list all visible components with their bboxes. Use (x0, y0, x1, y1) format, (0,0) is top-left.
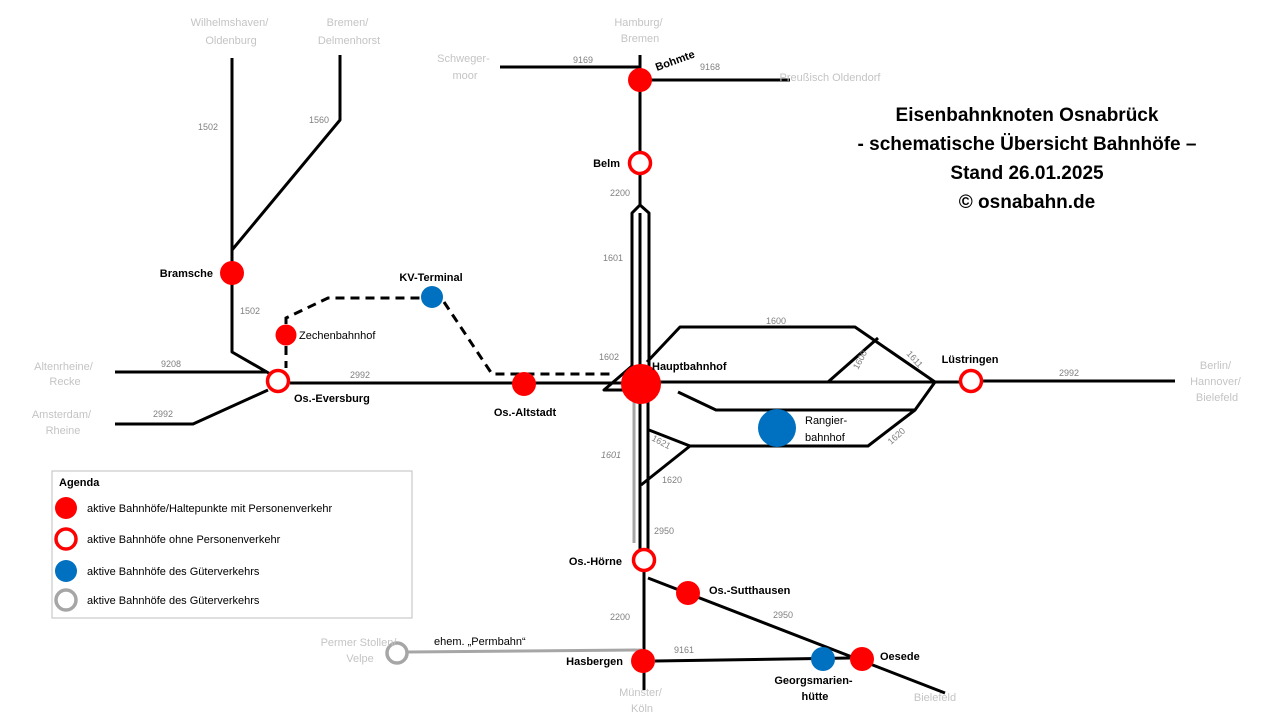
legend-title: Agenda (59, 477, 100, 489)
legend-item-label: aktive Bahnhöfe ohne Personenverkehr (87, 534, 281, 546)
legend-marker-no-passenger (54, 527, 78, 551)
direction-muenster: Münster/ Köln (619, 687, 665, 715)
station-marker-oesede (850, 647, 874, 671)
line-number: 2992 (1059, 368, 1079, 378)
station-label-georgsmarienhuette: Georgsmarien- hütte (774, 675, 855, 703)
direction-labels: Wilhelmshaven/ Oldenburg Bremen/ Delmenh… (32, 17, 1244, 715)
station-label-sutthausen: Os.-Sutthausen (709, 585, 791, 597)
direction-bremen: Bremen/ Delmenhorst (318, 17, 380, 47)
track-1600-loop (645, 325, 936, 384)
station-marker-zechenbahnhof (275, 324, 297, 346)
line-number: 2200 (610, 188, 630, 198)
permbahn-label: ehem. „Permbahn“ (434, 636, 526, 648)
track-rangier-lower (690, 408, 916, 448)
station-label-kv-terminal: KV-Terminal (399, 272, 462, 284)
direction-altenrheine: Altenrheine/ Recke (34, 361, 96, 388)
legend-marker-freight-gray (54, 588, 78, 612)
title-line-1: Eisenbahnknoten Osnabrück (896, 105, 1159, 126)
station-marker-sutthausen (676, 581, 700, 605)
station-marker-hauptbahnhof (621, 364, 661, 404)
station-marker-bohmte (628, 68, 652, 92)
station-label-oesede: Oesede (880, 651, 920, 663)
track-split-east (639, 203, 651, 380)
line-number: 1602 (599, 352, 619, 362)
station-label-luestringen: Lüstringen (942, 354, 999, 366)
station-marker-belm (627, 150, 653, 176)
station-marker-bramsche (220, 261, 244, 285)
line-number: 9168 (700, 62, 720, 72)
station-labels: Bohmte Belm Bramsche KV-Terminal Zechenb… (160, 49, 999, 703)
direction-pr-oldendorf: Preußisch Oldendorf (780, 72, 882, 84)
station-label-rangierbahnhof: Rangier- bahnhof (805, 415, 850, 444)
line-number: 1601 (601, 450, 621, 460)
line-number: 1600 (766, 316, 786, 326)
line-number: 2950 (654, 526, 674, 536)
station-label-altstadt: Os.-Altstadt (494, 407, 557, 419)
station-markers (220, 68, 984, 673)
station-marker-altstadt (512, 372, 536, 396)
track-kv-link-east (442, 301, 614, 376)
station-label-eversburg: Os.-Eversburg (294, 393, 370, 405)
legend-box (51, 470, 413, 619)
track-1621 (648, 428, 691, 448)
title-line-3: Stand 26.01.2025 (950, 163, 1104, 184)
station-label-hoerne: Os.-Hörne (569, 556, 622, 568)
track-bremen (230, 55, 342, 251)
track-amsterdam (115, 388, 269, 426)
station-label-bramsche: Bramsche (160, 268, 213, 280)
station-label-hasbergen: Hasbergen (566, 656, 623, 668)
station-marker-hoerne (631, 547, 657, 573)
direction-hamburg: Hamburg/ Bremen (614, 17, 665, 45)
line-number: 1560 (309, 115, 329, 125)
station-marker-georgsmarienhuette (811, 647, 835, 671)
legend-marker-freight (55, 560, 77, 582)
line-number: 1502 (198, 122, 218, 132)
track-rangier-upper (677, 381, 937, 412)
line-number: 1502 (240, 306, 260, 316)
direction-amsterdam: Amsterdam/ Rheine (32, 409, 94, 437)
diagram-title: Eisenbahnknoten Osnabrück - schematische… (858, 105, 1197, 213)
track-1600-diagonal (827, 336, 879, 384)
station-marker-rangierbahnhof (758, 409, 796, 447)
track-hbf-west-wedge (602, 364, 633, 392)
direction-schwegermoor: Schweger- moor (437, 53, 493, 82)
direction-berlin: Berlin/ Hannover/ Bielefeld (1190, 360, 1244, 404)
station-marker-kv-terminal (421, 286, 443, 308)
line-number: 2200 (610, 612, 630, 622)
line-number: 9169 (573, 55, 593, 65)
track-wilhelmshaven (230, 58, 273, 377)
track-split-west (630, 203, 642, 380)
station-label-zechenbahnhof: Zechenbahnhof (299, 330, 376, 342)
line-number: 9208 (161, 359, 181, 369)
legend: Agenda aktive Bahnhöfe/Haltepunkte mit P… (51, 470, 413, 619)
direction-permer-stollen: Permer Stollen/ Velpe (321, 637, 400, 665)
legend-marker-passenger (55, 497, 77, 519)
track-kv-link-west (284, 296, 420, 324)
line-number: 1620 (662, 475, 682, 485)
station-marker-permer-stollen (385, 641, 409, 665)
direction-wilhelmshaven: Wilhelmshaven/ Oldenburg (191, 17, 272, 47)
legend-item-label: aktive Bahnhöfe des Güterverkehrs (87, 566, 260, 578)
legend-item-label: aktive Bahnhöfe/Haltepunkte mit Personen… (87, 503, 333, 515)
title-line-2: - schematische Übersicht Bahnhöfe – (858, 134, 1197, 155)
line-number: 9161 (674, 645, 694, 655)
station-label-hauptbahnhof: Hauptbahnhof (652, 361, 727, 373)
station-marker-eversburg (265, 368, 291, 394)
track-permbahn (407, 648, 644, 654)
legend-item-label: aktive Bahnhöfe des Güterverkehrs (87, 595, 260, 607)
line-number: 2992 (153, 409, 173, 419)
line-number: 1601 (603, 253, 623, 263)
direction-bielefeld: Bielefeld (914, 692, 956, 704)
line-number: 2992 (350, 370, 370, 380)
station-marker-luestringen (958, 368, 984, 394)
line-number: 2950 (773, 610, 793, 620)
title-line-4: © osnabahn.de (959, 192, 1095, 213)
station-label-belm: Belm (593, 158, 620, 170)
station-marker-hasbergen (631, 649, 655, 673)
